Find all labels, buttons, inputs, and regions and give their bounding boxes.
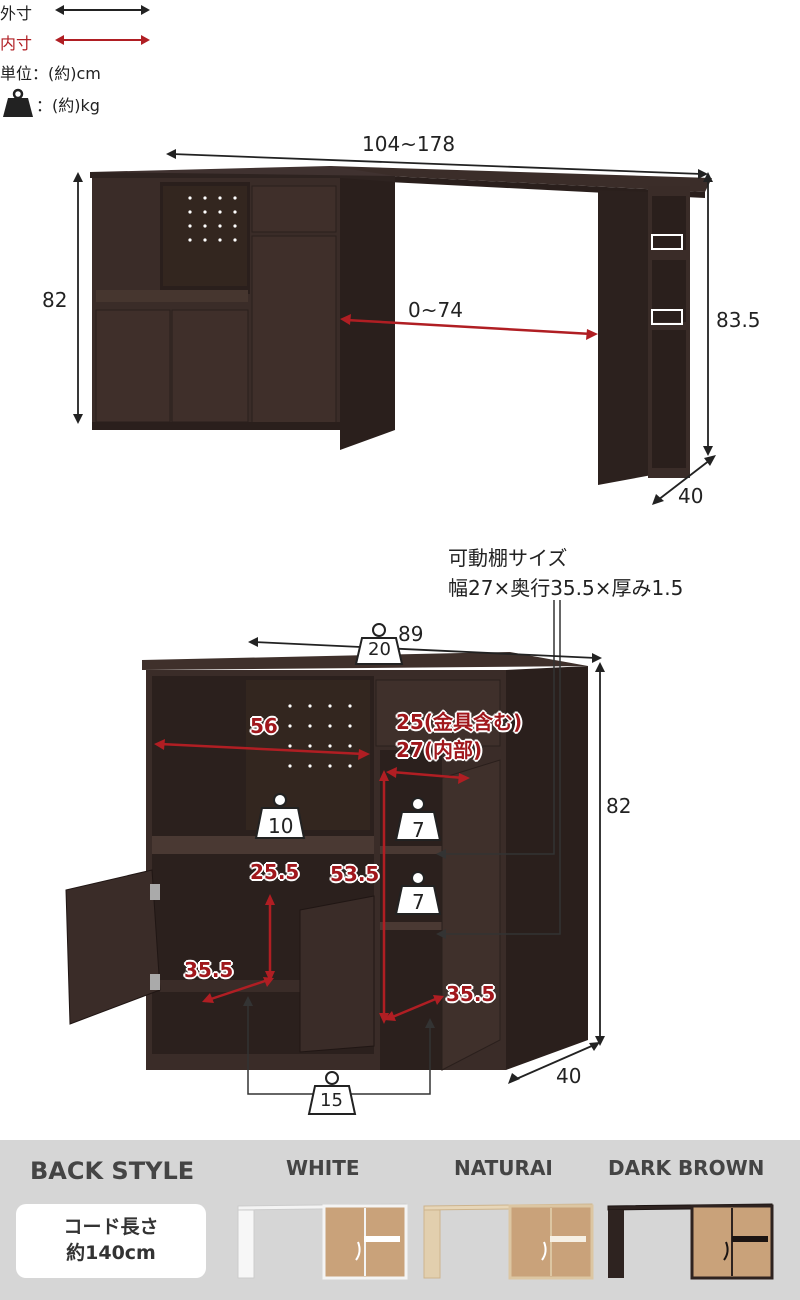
extended-counter-illustration <box>73 149 716 505</box>
cabinet-side <box>506 666 588 1070</box>
drawer-width-fitting-label: 25(金具含む) <box>396 710 523 734</box>
top-depth-label: 40 <box>678 484 704 508</box>
cord-length-box: コード長さ 約140cm <box>16 1204 206 1278</box>
movable-shelf-lower <box>380 922 442 930</box>
lower-right-door <box>171 309 249 423</box>
outer-dimension-arrow <box>55 5 150 15</box>
back-style-title: BACK STYLE <box>30 1157 195 1185</box>
lower-left-door <box>95 309 171 423</box>
variant-label-natural: NATURAI <box>454 1156 553 1180</box>
open-shelf-load-label: 10 <box>268 814 294 838</box>
cabinet-side <box>340 178 395 450</box>
weight-icon <box>3 88 33 117</box>
base-load-label: 15 <box>320 1090 343 1111</box>
cabinet-width-label: 89 <box>398 622 424 646</box>
cord-length-line2: 約140cm <box>66 1242 156 1264</box>
lower-middle-door <box>299 895 375 1053</box>
variant-label-dark-brown: DARK BROWN <box>608 1156 765 1180</box>
drawer-box <box>375 679 501 747</box>
movable-shelf-upper <box>380 846 442 854</box>
legend-weight-label: ：(約)kg <box>36 96 100 115</box>
legend-unit-label: 単位：(約)cm <box>0 64 101 83</box>
variant-image-dark-brown <box>607 1203 774 1280</box>
lower-left-door <box>65 869 161 1025</box>
shelf-size-note-line2: 幅27×奥行35.5×厚み1.5 <box>448 576 684 600</box>
weight-icon-open-shelf <box>254 793 306 839</box>
weight-icon-shelf-lower <box>394 871 442 915</box>
variant-image-white <box>237 1203 408 1280</box>
cabinet-depth-label: 40 <box>556 1064 582 1088</box>
variant-label-white: WHITE <box>286 1156 360 1180</box>
right-door <box>441 759 501 1071</box>
variant-image-natural <box>423 1203 594 1280</box>
total-width-label: 104~178 <box>362 132 456 156</box>
weight-icon-top <box>354 623 404 665</box>
top-load-label: 20 <box>368 639 391 660</box>
open-width-label: 56 <box>250 714 278 738</box>
cabinet-open-illustration <box>65 600 605 1115</box>
legend-inner-label: 内寸 <box>0 34 33 53</box>
drawer-width-inner-label: 27(内部) <box>396 738 483 762</box>
cabinet-height-label: 82 <box>42 288 68 312</box>
lower-depth-label: 35.5 <box>184 958 234 982</box>
inner-dimension-arrow <box>55 35 150 45</box>
cabinet-height-label: 82 <box>606 794 632 818</box>
extending-top-board <box>310 166 712 192</box>
back-style-variants-illustration <box>237 1203 774 1280</box>
lower-height-label: 25.5 <box>250 860 300 884</box>
tall-door <box>251 235 337 427</box>
shelf-size-note-line1: 可動棚サイズ <box>448 546 568 570</box>
shelf-load-upper-label: 7 <box>412 818 425 842</box>
shelf-load-lower-label: 7 <box>412 890 425 914</box>
right-height-label: 53.5 <box>330 862 380 886</box>
top-drawer <box>251 185 337 233</box>
right-depth-label: 35.5 <box>446 982 496 1006</box>
tower-height-label: 83.5 <box>716 308 761 332</box>
weight-icon-base <box>307 1071 357 1115</box>
shelf-tower-side <box>598 190 652 485</box>
opening-range-label: 0~74 <box>408 298 463 322</box>
legend-outer-label: 外寸 <box>0 4 33 23</box>
weight-icon-shelf-upper <box>394 797 442 841</box>
cord-length-line1: コード長さ <box>63 1216 159 1239</box>
